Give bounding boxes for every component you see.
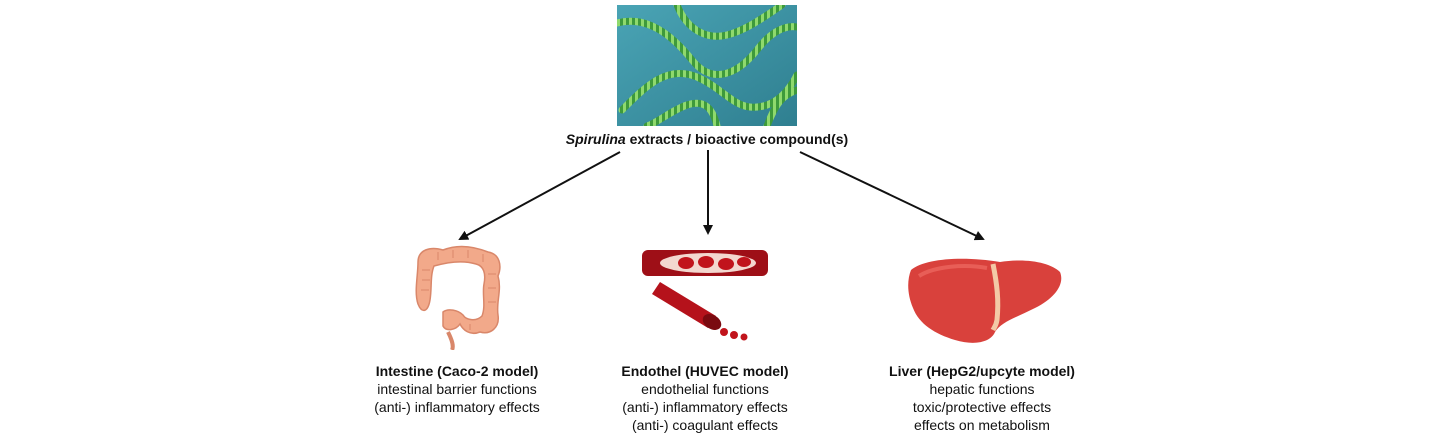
liver-caption: Liver (HepG2/upcyte model) hepatic funct… — [872, 362, 1092, 434]
endothel-line-2: (anti-) inflammatory effects — [622, 399, 788, 415]
intestine-title: Intestine (Caco-2 model) — [375, 363, 539, 379]
liver-line-3: effects on metabolism — [914, 417, 1050, 433]
liver-line-2: toxic/protective effects — [912, 399, 1052, 415]
liver-line-1: hepatic functions — [929, 381, 1035, 397]
intestine-illustration — [408, 240, 508, 351]
liver-illustration — [905, 250, 1065, 350]
endothel-caption: Endothel (HUVEC model) endothelial funct… — [605, 362, 805, 434]
liver-title: Liver (HepG2/upcyte model) — [889, 363, 1075, 379]
endothel-title: Endothel (HUVEC model) — [621, 363, 789, 379]
blood-vessel-illustration — [638, 240, 772, 346]
arrow-to-liver — [799, 151, 985, 241]
source-name-italic: Spirulina — [565, 131, 626, 147]
endothel-line-3: (anti-) coagulant effects — [631, 417, 779, 433]
intestine-line-2: (anti-) inflammatory effects — [374, 399, 540, 415]
intestine-caption: Intestine (Caco-2 model) intestinal barr… — [357, 362, 557, 416]
spirulina-photo — [617, 5, 797, 126]
source-caption: Spirulina extracts / bioactive compound(… — [520, 131, 894, 148]
intestine-line-1: intestinal barrier functions — [377, 381, 537, 397]
arrow-to-intestine — [458, 151, 621, 240]
endothel-line-1: endothelial functions — [641, 381, 769, 397]
source-name-rest: extracts / bioactive compound(s) — [625, 131, 849, 147]
